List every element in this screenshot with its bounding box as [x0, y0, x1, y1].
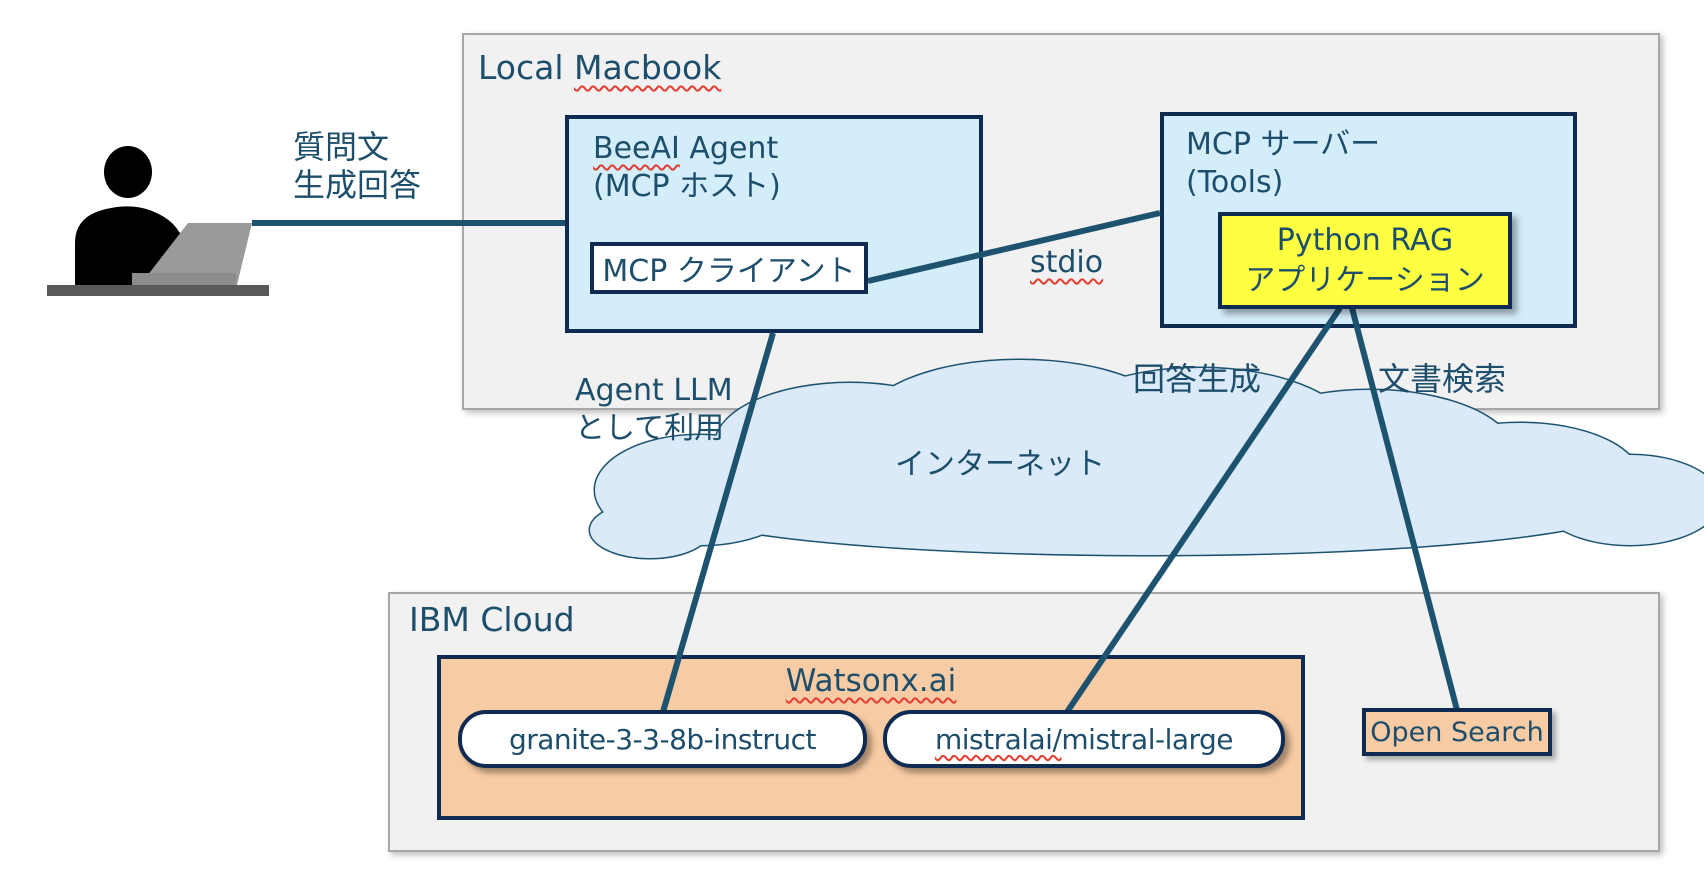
tools-subtitle: (Tools): [1186, 165, 1284, 200]
document-search-label: 文書検索: [1378, 360, 1507, 398]
desk: [47, 285, 269, 296]
ibm-cloud-title: IBM Cloud: [409, 600, 575, 639]
python-rag-line2: アプリケーション: [1245, 262, 1485, 298]
internet-label: インターネット: [895, 447, 1105, 482]
user-request-line1: 質問文: [293, 128, 390, 166]
python-rag-box: Python RAG アプリケーション: [1218, 212, 1512, 309]
laptop-base: [132, 273, 236, 285]
agent-llm-line2: として利用: [575, 411, 725, 446]
beeai-title-misspelled: BeeAI: [593, 131, 680, 166]
mcp-server-title: MCP サーバー(Tools): [1186, 126, 1380, 202]
mistral-model-pill: mistralai/mistral-large: [883, 710, 1285, 768]
local-macbook-title-misspelled: Macbook: [574, 48, 722, 87]
stdio-label: stdio: [1030, 245, 1104, 280]
mistral-model-misspelled: mistralai/: [934, 722, 1062, 756]
granite-model-label: granite-3-3-8b-instruct: [508, 722, 817, 756]
local-macbook-title-plain: Local: [478, 48, 575, 87]
mcp-client-box: MCP クライアント: [590, 242, 868, 294]
user-head: [104, 146, 152, 198]
user-icon: [47, 146, 269, 296]
user-request-label: 質問文生成回答: [293, 128, 421, 204]
python-rag-line1: Python RAG: [1276, 222, 1454, 258]
beeai-agent-title: BeeAI Agent(MCP ホスト): [593, 130, 781, 206]
open-search-label: Open Search: [1370, 716, 1544, 748]
granite-model-pill: granite-3-3-8b-instruct: [458, 710, 867, 768]
mcp-server-title-text: MCP サーバー: [1186, 127, 1381, 162]
laptop-screen: [140, 223, 252, 285]
mcp-client-label: MCP クライアント: [602, 254, 856, 289]
agent-llm-line1: Agent LLM: [575, 373, 733, 408]
watsonx-title: Watsonx.ai: [785, 663, 957, 699]
beeai-title-plain: Agent: [679, 131, 779, 166]
open-search-box: Open Search: [1362, 708, 1552, 756]
mistral-model-plain: mistral-large: [1061, 722, 1234, 756]
mcp-host-subtitle: (MCP ホスト): [593, 169, 781, 204]
local-macbook-title: Local Macbook: [478, 48, 721, 87]
user-request-line2: 生成回答: [293, 166, 422, 204]
answer-generation-label: 回答生成: [1133, 360, 1262, 398]
